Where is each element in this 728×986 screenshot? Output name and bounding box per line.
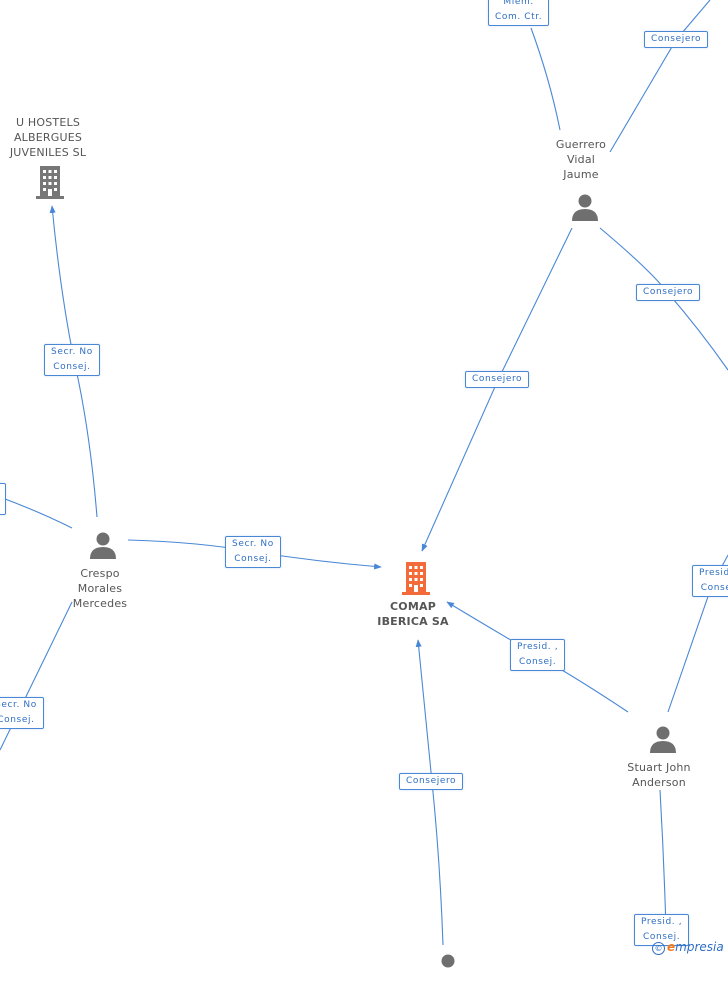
building-icon-main[interactable]: [400, 560, 432, 600]
edge-stuart-bottom: [659, 789, 667, 931]
node-label-crespo[interactable]: Crespo Morales Mercedes: [72, 567, 128, 610]
building-icon[interactable]: [34, 164, 66, 204]
edge-label-presid-right-edge[interactable]: Presid. Conse: [692, 565, 728, 597]
edge-label-secr-bottom-left[interactable]: Secr. No Consej.: [0, 697, 44, 729]
edge-bottom-comap: [415, 639, 444, 946]
edge-label-consejero-guerrero-right[interactable]: Consejero: [636, 284, 701, 301]
edge-label-secr-comap[interactable]: Secr. No Consej.: [225, 536, 281, 568]
person-icon-crespo[interactable]: [88, 530, 118, 564]
edge-guerrero-comap: [421, 227, 573, 552]
edge-label-secr-uhostels[interactable]: Secr. No Consej.: [44, 344, 100, 376]
edge-label-left-stub[interactable]: [0, 483, 6, 515]
person-icon-partial[interactable]: [433, 952, 463, 986]
node-label-stuart[interactable]: Stuart John Anderson: [627, 761, 691, 789]
edge-label-presid-comap[interactable]: Presid. , Consej.: [510, 639, 566, 671]
node-label-uhostels[interactable]: U HOSTELS ALBERGUES JUVENILES SL: [9, 116, 87, 159]
copyright-icon: ©: [652, 942, 665, 955]
edge-label-consejero-bottom[interactable]: Consejero: [399, 773, 464, 790]
node-label-comap[interactable]: COMAP IBERICA SA: [377, 600, 449, 628]
edge-label-consejero-top[interactable]: Consejero: [644, 31, 709, 48]
edge-consejero-top: [609, 0, 711, 153]
edge-label-miem-com-ctr[interactable]: Miem. Com. Ctr.: [488, 0, 550, 26]
edge-miem-top: [530, 27, 561, 131]
empresia-logo: ©empresia: [652, 940, 724, 955]
edge-label-presid-bottom[interactable]: Presid. , Consej.: [634, 914, 690, 946]
person-icon-stuart[interactable]: [648, 724, 678, 758]
edge-label-consejero-guerrero-comap[interactable]: Consejero: [465, 371, 530, 388]
person-icon-guerrero[interactable]: [570, 192, 600, 226]
node-label-guerrero[interactable]: Guerrero Vidal Jaume: [555, 138, 607, 181]
edge-crespo-left: [0, 496, 73, 529]
